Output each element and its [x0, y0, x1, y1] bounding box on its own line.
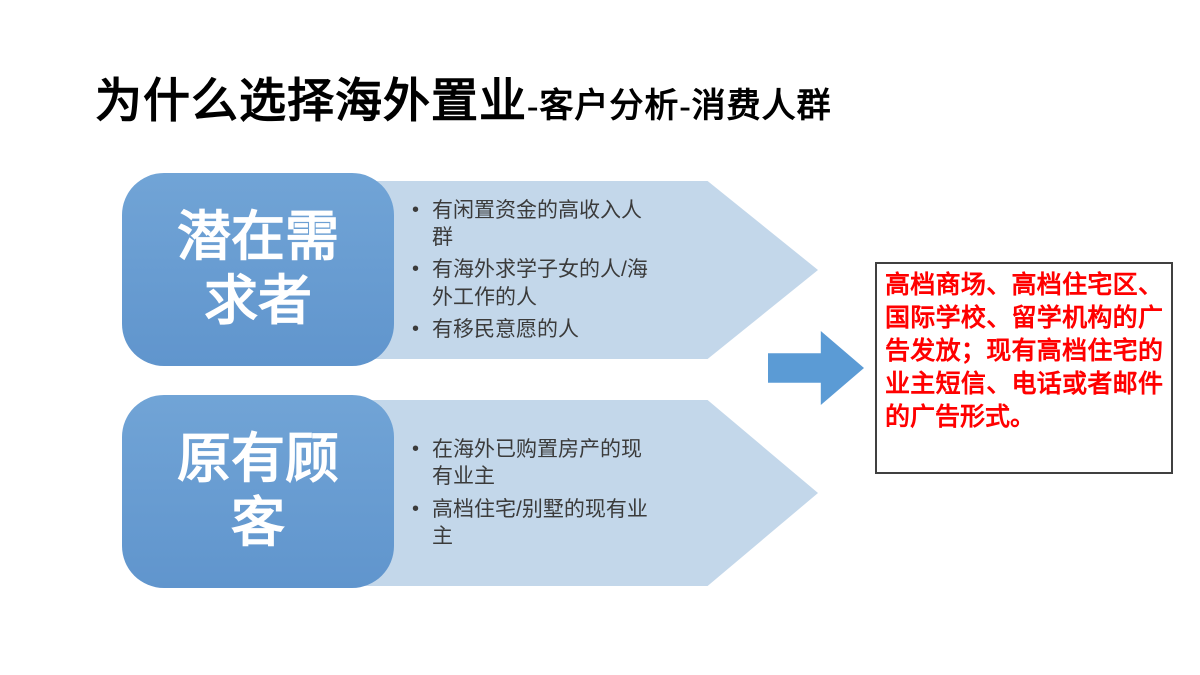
- bullet-list-existing-customers: 在海外已购置房产的现有业主 高档住宅/别墅的现有业主: [410, 431, 660, 555]
- result-text: 高档商场、高档住宅区、国际学校、留学机构的广告发放；现有高档住宅的业主短信、电话…: [885, 272, 1163, 431]
- bullet-item: 在海外已购置房产的现有业主: [410, 436, 660, 491]
- bullet-item: 有闲置资金的高收入人群: [410, 197, 660, 252]
- right-arrow-icon: [768, 331, 864, 405]
- label-box-potential-customers: 潜在需求者: [122, 173, 394, 366]
- bullet-item: 高档住宅/别墅的现有业主: [410, 496, 660, 551]
- bullet-item: 有海外求学子女的人/海外工作的人: [410, 256, 660, 311]
- bullet-arrow-potential-customers: 有闲置资金的高收入人群 有海外求学子女的人/海外工作的人 有移民意愿的人: [358, 181, 818, 359]
- slide-title-main: 为什么选择海外置业: [95, 76, 527, 128]
- slide-title-sub: -客户分析-消费人群: [527, 88, 832, 125]
- bullet-item: 有移民意愿的人: [410, 316, 660, 343]
- label-box-existing-customers: 原有顾客: [122, 395, 394, 588]
- result-text-box: 高档商场、高档住宅区、国际学校、留学机构的广告发放；现有高档住宅的业主短信、电话…: [875, 262, 1173, 474]
- bullet-arrow-existing-customers: 在海外已购置房产的现有业主 高档住宅/别墅的现有业主: [358, 400, 818, 586]
- label-box-potential-customers-text: 潜在需求者: [177, 206, 339, 331]
- bullet-list-potential-customers: 有闲置资金的高收入人群 有海外求学子女的人/海外工作的人 有移民意愿的人: [410, 192, 660, 348]
- slide-title: 为什么选择海外置业-客户分析-消费人群: [95, 62, 832, 131]
- label-box-existing-customers-text: 原有顾客: [177, 428, 339, 553]
